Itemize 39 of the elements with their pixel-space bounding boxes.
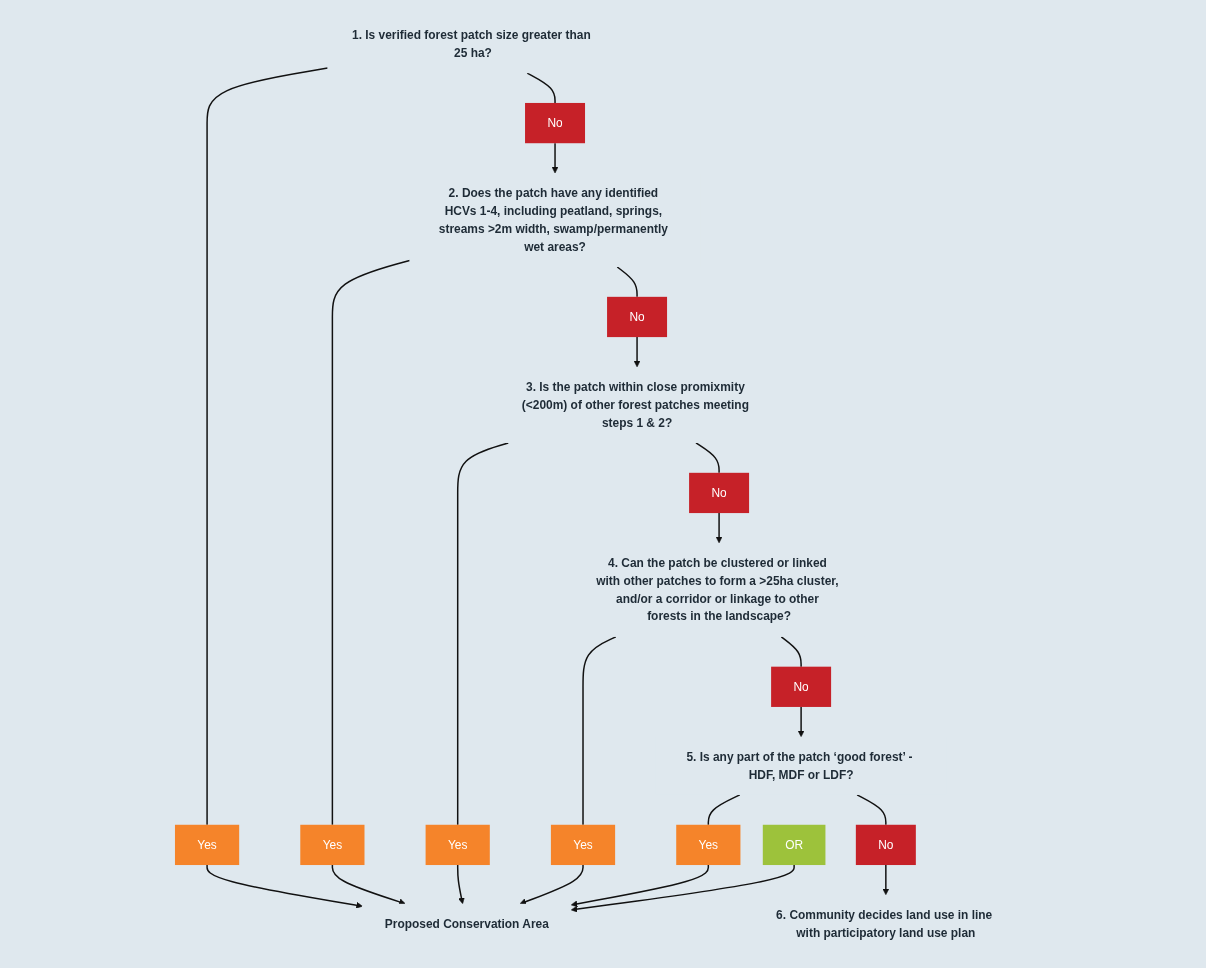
arrow — [882, 864, 889, 896]
connector — [526, 72, 556, 104]
node-box: No — [524, 102, 585, 144]
node-box: Yes — [174, 824, 240, 866]
connector — [616, 266, 638, 298]
arrow — [551, 142, 559, 174]
arrow — [519, 864, 584, 905]
node-box: No — [771, 666, 831, 707]
arrow — [570, 864, 795, 913]
node-box: No — [689, 472, 749, 514]
node-text: 6. Community decides land use in line with participatory land use plan — [776, 908, 993, 939]
arrow — [797, 706, 805, 738]
connector — [856, 794, 887, 826]
node-text: 1. Is verified forest patch size greater than 25 ha? — [351, 28, 591, 59]
node-box: Yes — [300, 824, 365, 866]
node-text: 3. Is the patch within close promixmity (<200m) of other forest patches meeting steps 1 & 2? — [521, 380, 749, 429]
arrow — [715, 512, 723, 544]
arrow — [206, 864, 363, 909]
node-text: 5. Is any part of the patch ‘good forest’ - HDF, MDF or LDF? — [686, 750, 913, 781]
arrow — [331, 864, 406, 906]
node-box: Yes — [676, 824, 741, 866]
connector — [780, 636, 802, 668]
arrow — [456, 864, 465, 905]
arrow — [570, 864, 709, 908]
node-box: Yes — [425, 824, 490, 866]
connector — [582, 636, 617, 826]
connector — [695, 442, 720, 474]
node-box: No — [606, 296, 667, 338]
node-text: 4. Can the patch be clustered or linked with other patches to form a >25ha cluster, and/or a corridor or linkage to other forests in the landscape? — [596, 556, 839, 623]
node-text: Proposed Conservation Area — [384, 917, 549, 930]
connector — [331, 259, 411, 826]
connector — [707, 794, 741, 826]
node-box: Yes — [550, 824, 615, 866]
arrow — [633, 336, 641, 368]
node-text: 2. Does the patch have any identified HCVs 1-4, including peatland, springs, streams >2m width, swamp/permanently wet areas? — [438, 186, 668, 253]
connector — [206, 67, 329, 826]
node-box: No — [855, 824, 916, 866]
node-box: OR — [762, 824, 826, 866]
connector — [456, 442, 509, 826]
